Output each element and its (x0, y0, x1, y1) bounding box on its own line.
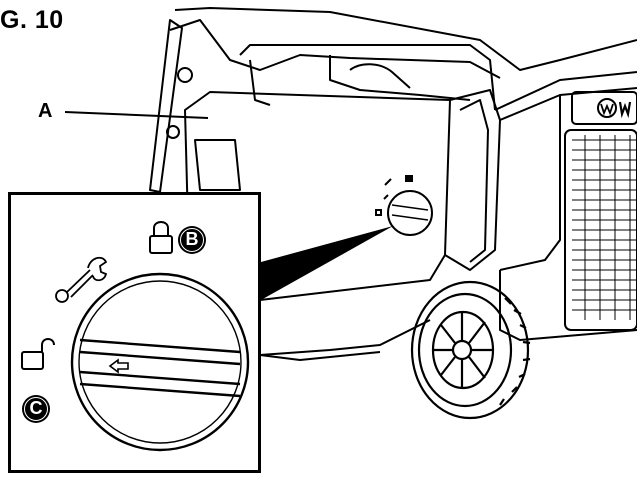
wrench-icon (55, 256, 108, 303)
label-c: C (24, 397, 48, 421)
lock-open-icon (21, 338, 55, 370)
arrow-left-icon (108, 358, 129, 374)
panel-dial (375, 175, 433, 236)
inset-background (9, 193, 260, 472)
inset-frame (8, 192, 261, 473)
callout-wedge (261, 226, 393, 300)
figure-title: G. 10 (0, 6, 64, 34)
dial-detail (70, 272, 250, 452)
label-b-badge: B (178, 226, 206, 254)
label-c-badge: C (22, 395, 50, 423)
brand-logo-icon (597, 98, 632, 119)
label-a-leader-line (64, 111, 209, 119)
label-a: A (38, 100, 53, 122)
lock-closed-icon (149, 221, 173, 254)
generator-wheel (410, 280, 531, 420)
label-b: B (180, 228, 204, 252)
generator-body (149, 7, 637, 361)
